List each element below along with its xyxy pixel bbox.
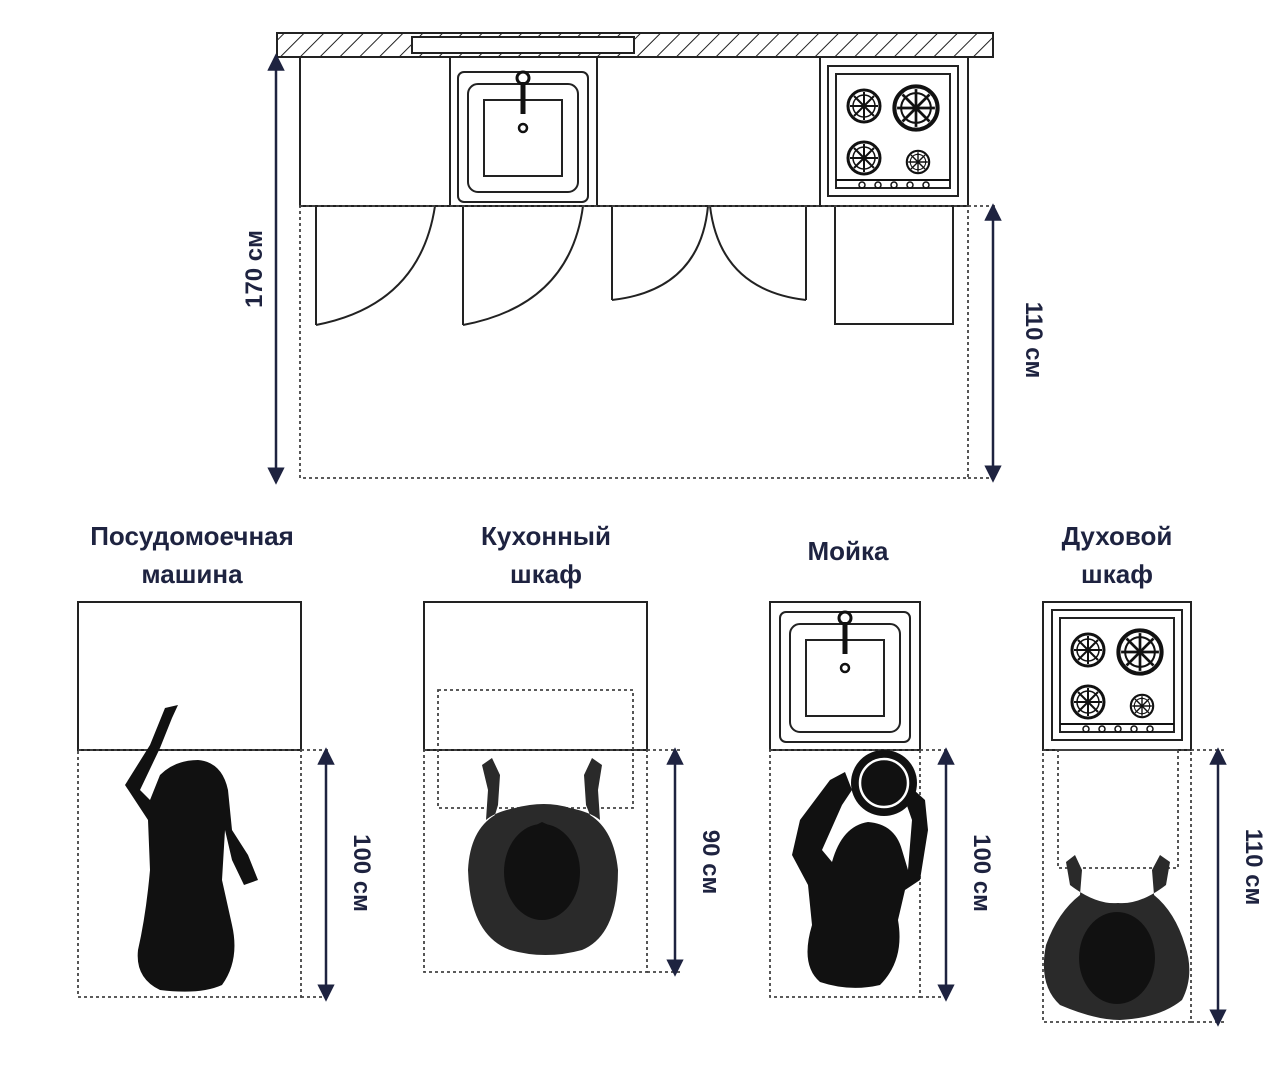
station-title-line2: машина [141, 559, 243, 589]
clearance-label: 100 см [348, 834, 375, 912]
window [411, 36, 635, 54]
person-silhouette [125, 705, 258, 992]
clearance-label: 110 см [1240, 829, 1267, 906]
clearance-label: 100 см [968, 834, 995, 912]
station-sink: Мойка 100 см [769, 536, 995, 1002]
sink-icon [458, 72, 588, 202]
station-kitchen-cabinet: Кухонный шкаф 90 см [423, 521, 724, 977]
station-title-line2: шкаф [510, 559, 582, 589]
sink-icon [780, 612, 910, 742]
oven-unit [1042, 601, 1192, 751]
station-title-line1: Посудомоечная [90, 521, 294, 551]
station-title-line1: Мойка [808, 536, 890, 566]
person-silhouette [468, 758, 618, 955]
cabinet-doors [315, 205, 954, 326]
cooktop-icon [1052, 610, 1182, 740]
person-silhouette [1043, 855, 1190, 1020]
oven-door-outline [1057, 749, 1179, 869]
cooktop-icon [828, 66, 958, 196]
clearance-area [1042, 749, 1192, 1023]
station-oven: Духовой шкаф 110 см [1042, 521, 1267, 1027]
front-clearance-label: 110 см [1020, 302, 1047, 379]
kitchen-plan: 170 см 110 см [241, 32, 1047, 485]
station-title-line2: шкаф [1081, 559, 1153, 589]
station-title-line1: Духовой [1062, 521, 1173, 551]
person-silhouette [792, 750, 928, 988]
clearance-area [299, 205, 969, 479]
counter [299, 56, 969, 207]
clearance-area [77, 749, 302, 998]
clearance-label: 90 см [697, 830, 724, 894]
station-dishwasher: Посудомоечная машина 100 см [77, 521, 375, 1002]
station-title-line1: Кухонный [481, 521, 611, 551]
clearance-area [769, 749, 921, 998]
dishwasher-unit [77, 601, 302, 751]
cabinet-unit [423, 601, 648, 751]
total-depth-label: 170 см [241, 230, 268, 308]
